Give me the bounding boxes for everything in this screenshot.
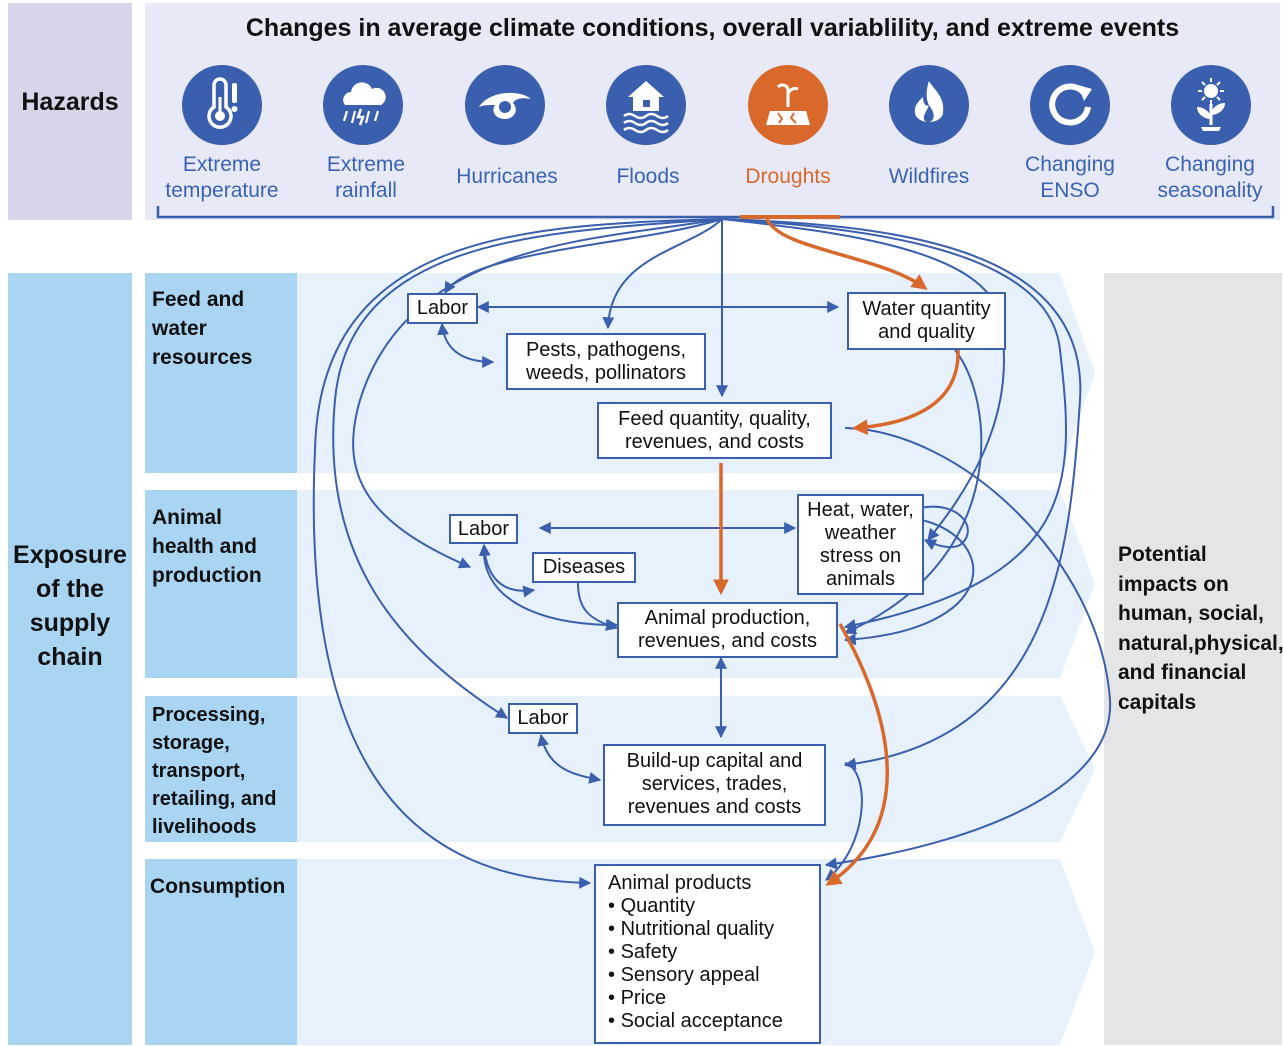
exposure-side-panel [8, 273, 132, 1045]
hazards-label: Hazards [21, 88, 119, 116]
rain-cloud-icon [323, 65, 403, 145]
arrow-heat-animal-prod [843, 519, 975, 646]
node-animal-products: Animal products Quantity Nutritional qua… [594, 864, 821, 1044]
arrow-water-animal-prod [843, 349, 983, 635]
arrow-hub-labor-processing [332, 218, 723, 719]
hazard-label-hurricanes: Hurricanes [456, 165, 558, 188]
node-labor-processing: Labor [508, 703, 578, 734]
drought-icon [748, 65, 828, 145]
hazard-bracket [156, 206, 1275, 219]
hazards-title: Changes in average climate conditions, o… [245, 14, 1180, 42]
arrow-labor-buildup [537, 733, 602, 784]
stage-label-processing: Processing,storage,transport, retailing,… [152, 704, 277, 838]
list-item: Sensory appeal [608, 964, 807, 987]
cycle-icon [1030, 65, 1110, 145]
list-item: Social acceptance [608, 1010, 807, 1033]
stage-label-bg-processing [145, 696, 297, 842]
products-title: Animal products [608, 872, 752, 894]
list-item: Safety [608, 941, 807, 964]
hurricane-icon [465, 65, 545, 145]
list-item: Quantity [608, 895, 807, 918]
arrow-hub-heat [721, 218, 1005, 541]
list-item: Nutritional quality [608, 918, 807, 941]
arrow-drought-products [825, 623, 889, 886]
list-item: Price [608, 987, 807, 1010]
stage-label-consumption: Consumption [150, 875, 286, 898]
flame-icon [889, 65, 969, 145]
arrow-labor-animal-prod [482, 544, 619, 631]
node-feed-quantity: Feed quantity, quality,revenues, and cos… [597, 402, 832, 459]
hazards-side-panel [8, 3, 132, 220]
node-diseases: Diseases [532, 552, 636, 583]
stage-label-bg-animal [145, 490, 297, 678]
node-labor-animal: Labor [449, 514, 518, 544]
arrow-hub-labor-animal [352, 218, 723, 569]
arrow-feed-products [824, 427, 1112, 870]
stage-label-bg-feed [145, 273, 297, 473]
hazard-label-floods: Floods [616, 165, 680, 188]
stage-label-bg-consumption [145, 859, 297, 1045]
arrow-hub-pests [602, 218, 723, 330]
hazard-label-droughts: Droughts [745, 165, 831, 188]
arrow-hub-buildup [721, 218, 1082, 770]
sun-plant-icon [1171, 65, 1251, 145]
flooded-house-icon [606, 65, 686, 145]
arrow-drought-feed [851, 349, 960, 436]
arrow-hub-animal-prod [721, 218, 1067, 631]
node-labor-feed: Labor [407, 293, 478, 324]
arrow-buildup-products [825, 762, 863, 881]
arrow-hub-labor-feed [444, 218, 723, 295]
arrow-labor-pests [437, 322, 495, 368]
node-pests-pathogens: Pests, pathogens,weeds, pollinators [506, 333, 706, 390]
arrow-hub-products [312, 218, 723, 889]
arrow-labor-diseases [478, 543, 536, 598]
hazard-label-wildfires: Wildfires [888, 165, 970, 188]
arrow-drought-water [765, 218, 928, 290]
products-list: Quantity Nutritional quality Safety Sens… [608, 895, 807, 1033]
thermometer-icon [182, 65, 262, 145]
arrow-diseases-animal-prod [577, 582, 619, 631]
impacts-panel [1104, 273, 1282, 1045]
node-animal-production: Animal production,revenues, and costs [617, 602, 838, 658]
